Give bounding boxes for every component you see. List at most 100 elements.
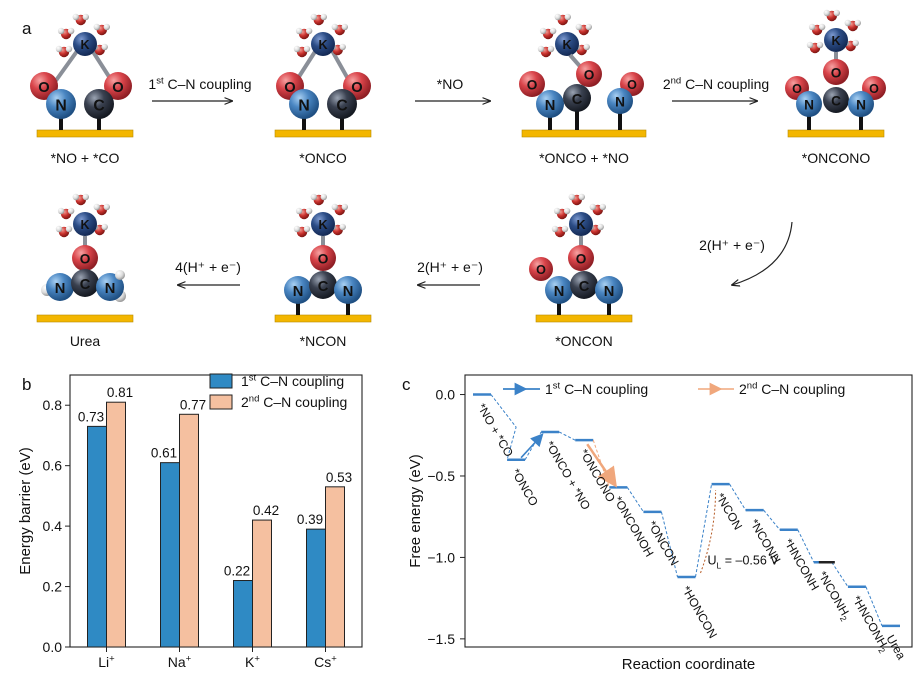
y-tick-label-c: 0.0 xyxy=(436,387,456,403)
state-label-onco: *ONCO xyxy=(299,150,347,166)
nitrogen-atom xyxy=(46,89,76,119)
bar-2-na xyxy=(179,413,199,648)
bar-value-label: 0.22 xyxy=(224,564,250,579)
water-hydrogen xyxy=(553,207,561,215)
water-hydrogen xyxy=(823,9,830,17)
oxygen-atom-letter: O xyxy=(792,82,802,96)
state-label-onconO: *ONCONO xyxy=(802,150,871,166)
nitrogen-atom xyxy=(545,276,573,304)
connector xyxy=(729,483,747,511)
y-axis-label-c: Free energy (eV) xyxy=(407,454,424,567)
water-hydrogen xyxy=(310,13,317,21)
water-hydrogen xyxy=(549,27,557,35)
y-tick-label-b: 0.4 xyxy=(43,518,63,534)
connector xyxy=(695,484,713,578)
oxygen-atom-letter: O xyxy=(284,80,295,96)
potassium-atom-letter: K xyxy=(576,218,585,232)
x-axis-label-c: Reaction coordinate xyxy=(622,656,755,673)
water-hydrogen xyxy=(806,41,814,49)
bar-value-label: 0.53 xyxy=(326,470,352,485)
nitrogen-atom xyxy=(536,90,564,118)
nitrogen-atom xyxy=(848,91,874,117)
potassium-atom xyxy=(824,28,848,52)
limiting-potential-label: UL = –0.56 V xyxy=(708,554,780,571)
carbon-atom xyxy=(309,271,337,299)
water-hydrogen xyxy=(93,203,101,211)
potassium-atom xyxy=(311,32,335,56)
water-hydrogen xyxy=(341,203,348,211)
water-hydrogen xyxy=(93,23,101,31)
oxygen-atom-letter: O xyxy=(627,78,637,92)
water-hydrogen xyxy=(82,13,90,21)
catalyst-surface xyxy=(521,129,647,138)
water-hydrogen xyxy=(101,223,108,231)
water-hydrogen xyxy=(341,23,348,31)
y-tick-label-c: −1.5 xyxy=(427,631,455,647)
water-hydrogen xyxy=(295,207,303,215)
water-hydrogen xyxy=(539,27,547,35)
nitrogen-atom-letter: N xyxy=(604,284,615,300)
step-label: *ONCO xyxy=(508,466,540,508)
oxygen-atom-letter: O xyxy=(584,67,595,82)
water-hydrogen xyxy=(854,19,861,27)
water-hydrogen xyxy=(585,23,592,31)
water-hydrogen xyxy=(852,39,859,47)
carbon-atom-letter: C xyxy=(336,97,347,114)
panel-label-c: c xyxy=(402,375,411,394)
carbon-atom-letter: C xyxy=(579,279,590,295)
nitrogen-atom xyxy=(284,276,312,304)
catalyst-surface xyxy=(36,314,134,323)
bar-value-label: 0.39 xyxy=(297,512,323,527)
bar-2-cs xyxy=(325,486,345,648)
water-hydrogen xyxy=(597,223,604,231)
water-hydrogen xyxy=(563,207,571,215)
step-label: *NCONH2 xyxy=(814,569,855,623)
legend-label-b: 2nd C–N coupling xyxy=(241,393,347,410)
water-hydrogen xyxy=(320,13,327,21)
plot-frame-c xyxy=(464,374,913,648)
legend-label-c-1: 1st C–N coupling xyxy=(545,380,648,397)
water-hydrogen xyxy=(305,207,313,215)
water-hydrogen xyxy=(67,207,75,215)
water-hydrogen xyxy=(303,225,311,233)
oxygen-atom xyxy=(519,71,545,97)
water-hydrogen xyxy=(331,23,338,31)
water-hydrogen xyxy=(310,193,317,201)
x-tick-label-b: Na+ xyxy=(168,653,192,670)
bond xyxy=(50,45,82,88)
nitrogen-atom xyxy=(595,276,623,304)
connector xyxy=(865,586,883,627)
carbon-atom xyxy=(71,269,99,297)
water-hydrogen xyxy=(537,45,545,53)
legend-label-c-2: 2nd C–N coupling xyxy=(739,380,845,397)
potassium-atom-letter: K xyxy=(318,218,327,232)
state-label-oncon: *ONCON xyxy=(555,333,613,349)
oxygen-atom xyxy=(823,59,849,85)
water-hydrogen xyxy=(561,225,569,233)
water-hydrogen xyxy=(578,193,585,201)
water-hydrogen xyxy=(55,45,63,53)
connector xyxy=(490,394,517,460)
x-tick-label-b: K+ xyxy=(245,653,260,670)
oxygen-atom xyxy=(529,257,553,281)
nitrogen-atom xyxy=(46,273,74,301)
nitrogen-atom-letter: N xyxy=(55,97,66,114)
carbon-atom xyxy=(84,89,114,119)
water-hydrogen xyxy=(589,203,596,211)
oxygen-atom xyxy=(310,245,336,271)
potassium-atom-letter: K xyxy=(831,34,840,48)
step-label: *NO + *CO xyxy=(474,401,516,459)
oxygen-atom-letter: O xyxy=(351,80,362,96)
nitrogen-atom-letter: N xyxy=(105,281,116,297)
bar-value-label: 0.42 xyxy=(253,503,279,518)
oxygen-atom xyxy=(104,72,132,100)
water-hydrogen xyxy=(833,9,840,17)
connector xyxy=(763,509,781,531)
y-tick-label-b: 0.8 xyxy=(43,397,63,413)
